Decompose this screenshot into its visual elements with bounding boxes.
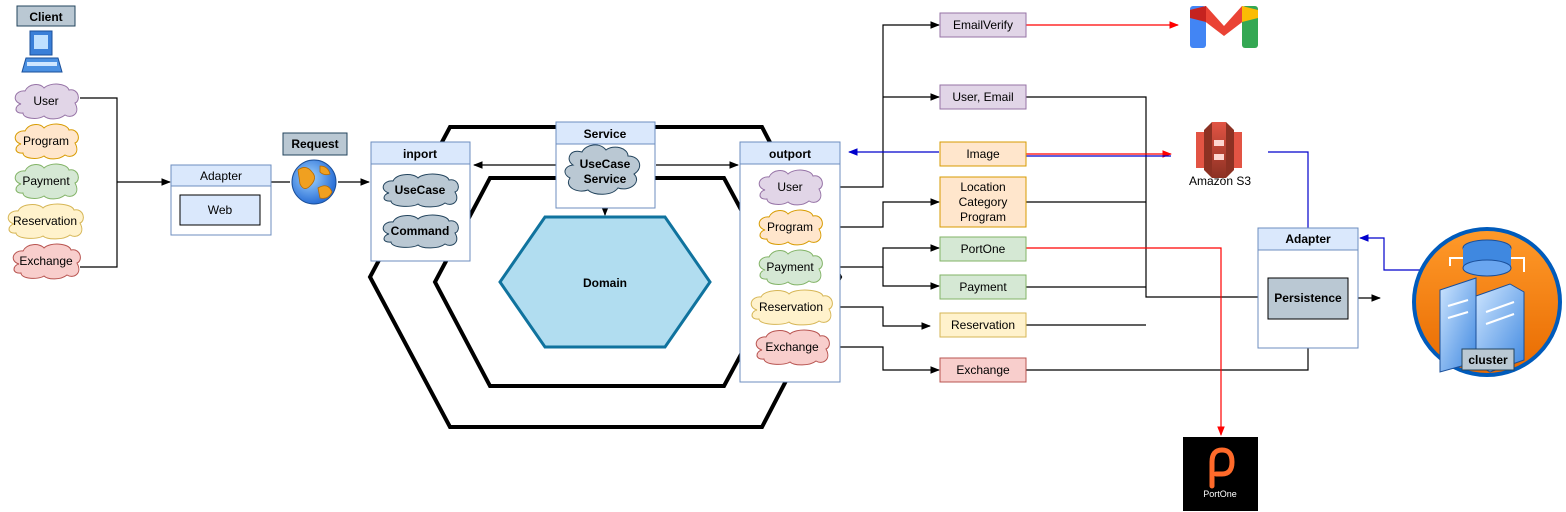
conn-exchange-exchange	[829, 346, 940, 374]
gmail-logo	[1190, 6, 1258, 48]
client-title-box	[16, 5, 76, 27]
outport-title: outport	[769, 147, 811, 161]
service-header	[555, 121, 656, 145]
useremail-label: User, Email	[952, 90, 1013, 104]
conn-image-outport	[849, 152, 1171, 156]
outport-item-1-label: Program	[767, 220, 813, 234]
request-title-box	[282, 132, 348, 156]
portone-logo-icon	[1209, 447, 1235, 489]
portone-box	[939, 236, 1027, 262]
conn-payment-portone	[822, 244, 940, 268]
client-item-1-cloud	[14, 123, 79, 160]
client-item-4-label: Exchange	[19, 254, 73, 268]
service-cloud-line1: UseCase	[580, 157, 631, 171]
payment-label: Payment	[959, 280, 1007, 294]
reservation-box	[939, 312, 1027, 338]
service-title: Service	[584, 127, 627, 141]
outer-hexagon	[367, 125, 843, 429]
outport-item-3-cloud	[750, 289, 833, 326]
amazon-s3-icon	[1196, 122, 1242, 178]
web-label: Web	[208, 203, 233, 217]
amazon-s3-label: Amazon S3	[1189, 174, 1251, 188]
client-item-2-label: Payment	[22, 174, 70, 188]
location-line1: Location	[960, 180, 1005, 194]
client-item-4-cloud	[12, 243, 81, 280]
image-label: Image	[966, 147, 1000, 161]
conn-client-exchange	[80, 182, 118, 268]
outport-item-4-label: Exchange	[765, 340, 819, 354]
outport-item-1-cloud	[758, 209, 823, 246]
outport-header	[739, 141, 841, 165]
request-title: Request	[291, 137, 338, 151]
inner-hexagon	[432, 176, 783, 388]
outport-item-2-label: Payment	[766, 260, 814, 274]
outport-item-2-cloud	[758, 249, 823, 286]
globe-icon	[291, 159, 337, 205]
location-line2: Category	[959, 195, 1008, 209]
exchange-label: Exchange	[956, 363, 1010, 377]
computer-icon	[21, 30, 63, 73]
client-item-2-cloud	[14, 163, 79, 200]
client-title: Client	[29, 10, 62, 24]
image-box	[939, 141, 1027, 167]
outport-item-3-label: Reservation	[759, 300, 823, 314]
useremail-box	[939, 84, 1027, 110]
conn-portone-logo	[1026, 247, 1225, 436]
inport-item-0-label: UseCase	[395, 183, 446, 197]
persistence-label: Persistence	[1274, 291, 1342, 305]
outport-item-0-cloud	[758, 169, 823, 206]
adapter-right-header	[1257, 227, 1359, 251]
conn-reservation-reservation	[832, 306, 931, 330]
emailverify-label: EmailVerify	[953, 18, 1013, 32]
conn-payment-payment	[882, 267, 940, 290]
conn-adapter-s3	[1268, 151, 1309, 228]
persistence-box	[1267, 277, 1349, 320]
adapter-left-header	[170, 164, 272, 187]
adapter-left-title: Adapter	[200, 169, 242, 183]
conn-cluster-adapter	[1359, 234, 1420, 271]
inport-header	[370, 141, 471, 165]
payment-box	[939, 274, 1027, 300]
web-box	[179, 194, 261, 226]
conn-client-user	[80, 97, 118, 182]
conn-user-emailverify	[822, 21, 940, 188]
client-item-0-cloud	[14, 83, 79, 120]
location-line3: Program	[960, 210, 1006, 224]
portone-logo-text: PortOne	[1203, 489, 1237, 499]
inport-item-1-label: Command	[391, 224, 450, 238]
service-cloud	[564, 144, 641, 195]
inport-title: inport	[403, 147, 437, 161]
inport-item-1-cloud	[382, 214, 459, 249]
conn-useremail-persistence	[1026, 96, 1268, 301]
cluster-label: cluster	[1468, 353, 1508, 367]
service-cloud-line2: Service	[584, 172, 627, 186]
portone-label: PortOne	[961, 242, 1006, 256]
outport-item-0-label: User	[777, 180, 802, 194]
client-item-0-label: User	[33, 94, 58, 108]
client-item-3-label: Reservation	[13, 214, 77, 228]
conn-program-location	[822, 198, 940, 228]
inport-item-0-cloud	[382, 173, 459, 208]
exchange-box	[939, 357, 1027, 383]
emailverify-box	[939, 12, 1027, 38]
reservation-label: Reservation	[951, 318, 1015, 332]
adapter-right-title: Adapter	[1285, 232, 1331, 246]
outport-item-4-cloud	[755, 329, 830, 366]
location-box	[939, 176, 1027, 228]
domain-hexagon	[498, 215, 712, 349]
domain-label: Domain	[583, 276, 627, 290]
cluster-label-box	[1461, 348, 1515, 371]
client-item-3-cloud	[7, 203, 84, 240]
client-item-1-label: Program	[23, 134, 69, 148]
